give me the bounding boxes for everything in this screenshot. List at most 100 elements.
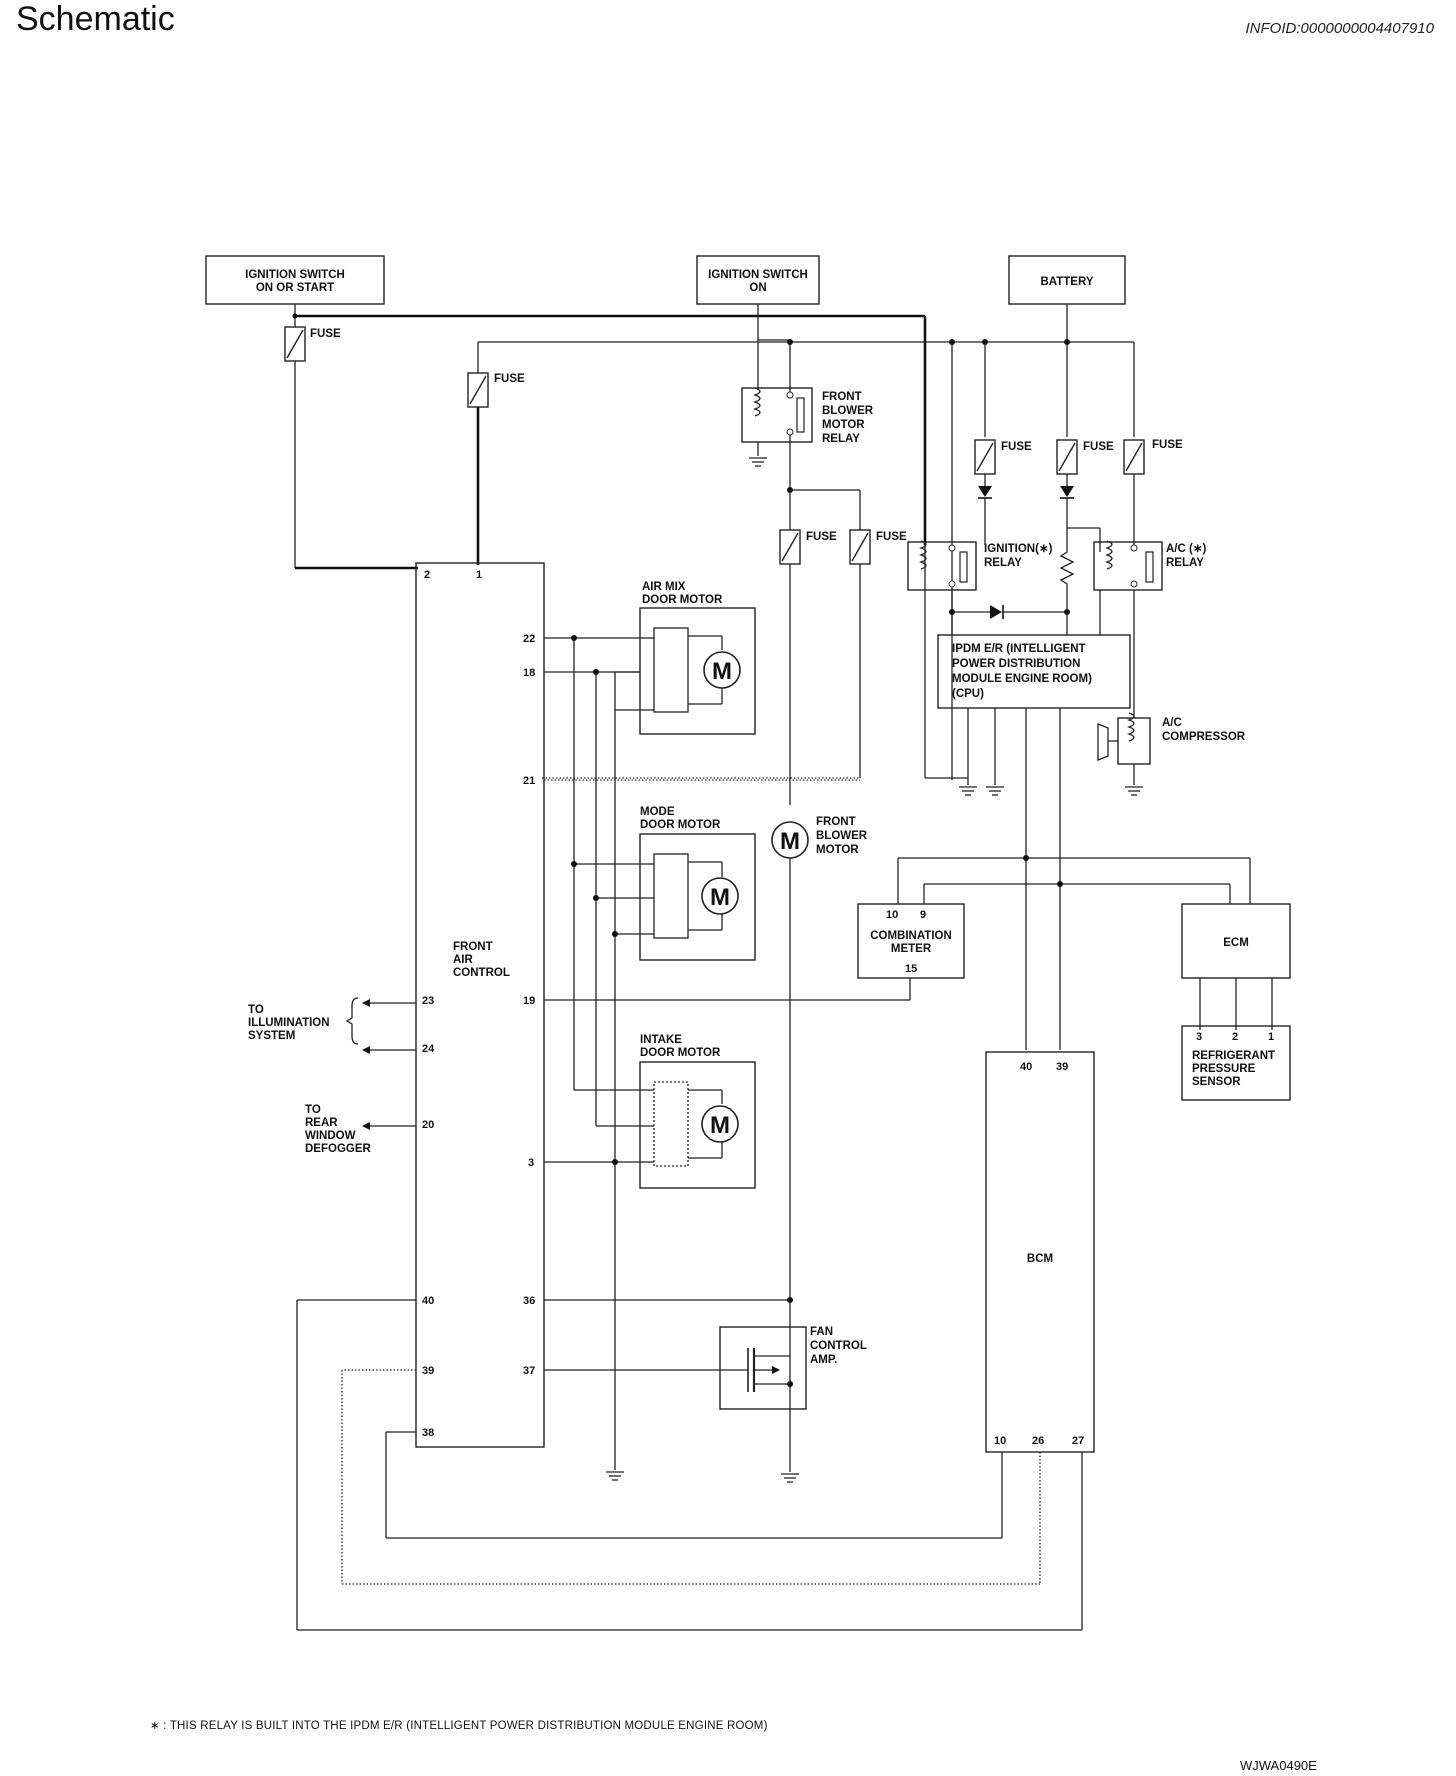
svg-text:2: 2 xyxy=(1232,1031,1238,1043)
can-bus xyxy=(897,857,1251,904)
svg-text:9: 9 xyxy=(920,909,926,921)
fuse-ac-relay: FUSE xyxy=(1123,439,1183,475)
svg-text:AMP.: AMP. xyxy=(810,1354,837,1366)
refrigerant-pressure-sensor: 3 2 1 REFRIGERANT PRESSURE SENSOR xyxy=(1181,1025,1291,1101)
motor-icon: M xyxy=(703,651,741,689)
supply-wires xyxy=(294,304,1135,780)
svg-text:BLOWER: BLOWER xyxy=(816,830,868,842)
svg-text:SYSTEM: SYSTEM xyxy=(248,1030,295,1042)
svg-text:1: 1 xyxy=(1268,1031,1274,1043)
ac-relay: A/C (∗) RELAY xyxy=(1093,540,1206,591)
fuse-ign-relay: FUSE xyxy=(974,439,1032,475)
footnote: ∗ : THIS RELAY IS BUILT INTO THE IPDM E/… xyxy=(150,1720,768,1732)
ignition-switch-on: IGNITION SWITCH ON xyxy=(696,255,820,305)
svg-text:39: 39 xyxy=(422,1365,434,1377)
svg-text:REAR: REAR xyxy=(305,1117,338,1129)
ac-compressor: A/C COMPRESSOR xyxy=(1097,712,1246,765)
svg-text:37: 37 xyxy=(523,1365,535,1377)
svg-text:REFRIGERANT: REFRIGERANT xyxy=(1192,1050,1275,1062)
svg-text:CONTROL: CONTROL xyxy=(453,967,510,979)
info-id: INFOID:0000000004407910 xyxy=(1245,20,1434,37)
battery-box: BATTERY xyxy=(1008,255,1126,305)
ecm: ECM xyxy=(1181,903,1291,979)
svg-text:10: 10 xyxy=(886,909,898,921)
svg-text:40: 40 xyxy=(1020,1061,1032,1073)
svg-text:FUSE: FUSE xyxy=(1083,441,1114,453)
svg-text:40: 40 xyxy=(422,1295,434,1307)
svg-text:MOTOR: MOTOR xyxy=(822,419,865,431)
svg-text:WINDOW: WINDOW xyxy=(305,1130,356,1142)
svg-text:15: 15 xyxy=(905,963,917,975)
svg-text:CONTROL: CONTROL xyxy=(810,1340,867,1352)
svg-text:IGNITION SWITCH: IGNITION SWITCH xyxy=(245,269,345,281)
svg-text:26: 26 xyxy=(1032,1435,1044,1447)
svg-text:(CPU): (CPU) xyxy=(952,688,984,700)
svg-text:ON OR START: ON OR START xyxy=(256,282,334,294)
svg-text:38: 38 xyxy=(422,1427,434,1439)
svg-text:21: 21 xyxy=(523,775,535,787)
svg-text:IGNITION SWITCH: IGNITION SWITCH xyxy=(708,269,808,281)
svg-text:22: 22 xyxy=(523,633,535,645)
svg-text:ECM: ECM xyxy=(1223,937,1249,949)
svg-text:FUSE: FUSE xyxy=(1001,441,1032,453)
svg-text:PRESSURE: PRESSURE xyxy=(1192,1063,1256,1075)
diode-icon xyxy=(978,474,992,545)
svg-text:IGNITION(∗): IGNITION(∗) xyxy=(984,543,1053,555)
svg-text:AIR: AIR xyxy=(453,954,474,966)
mode-door-motor: MODE DOOR MOTOR M xyxy=(639,806,756,961)
motor-icon: M xyxy=(701,1105,739,1143)
svg-text:FUSE: FUSE xyxy=(876,531,907,543)
fuse-blower-2: FUSE xyxy=(849,529,907,565)
svg-text:A/C: A/C xyxy=(1162,717,1182,729)
svg-text:RELAY: RELAY xyxy=(984,557,1022,569)
fuse-fac-pin1: FUSE xyxy=(467,372,525,408)
svg-text:ON: ON xyxy=(749,282,766,294)
svg-text:IPDM E/R (INTELLIGENT: IPDM E/R (INTELLIGENT xyxy=(952,643,1086,655)
svg-text:36: 36 xyxy=(523,1295,535,1307)
figure-code: WJWA0490E xyxy=(1240,1758,1317,1773)
svg-text:19: 19 xyxy=(523,995,535,1007)
svg-text:3: 3 xyxy=(528,1157,534,1169)
svg-text:BLOWER: BLOWER xyxy=(822,405,874,417)
svg-text:A/C (∗): A/C (∗) xyxy=(1166,543,1206,555)
svg-text:ILLUMINATION: ILLUMINATION xyxy=(248,1017,330,1029)
ipdm-er-module: IPDM E/R (INTELLIGENT POWER DISTRIBUTION… xyxy=(937,634,1131,709)
fac-bcm-wiring xyxy=(296,1299,1083,1631)
svg-text:10: 10 xyxy=(994,1435,1006,1447)
svg-text:TO: TO xyxy=(305,1104,321,1116)
svg-text:POWER DISTRIBUTION: POWER DISTRIBUTION xyxy=(952,658,1080,670)
motor-icon: M xyxy=(771,821,809,859)
fuse-battery-mid: FUSE xyxy=(1056,439,1114,475)
svg-text:BCM: BCM xyxy=(1027,1253,1053,1265)
svg-text:18: 18 xyxy=(523,667,535,679)
svg-text:BATTERY: BATTERY xyxy=(1040,276,1093,288)
svg-text:FRONT: FRONT xyxy=(822,391,862,403)
svg-text:DOOR MOTOR: DOOR MOTOR xyxy=(640,819,721,831)
svg-text:TO: TO xyxy=(248,1004,264,1016)
motor-icon: M xyxy=(701,877,739,915)
svg-text:METER: METER xyxy=(891,943,932,955)
ignition-relay: IGNITION(∗) RELAY xyxy=(907,540,1053,591)
svg-text:INTAKE: INTAKE xyxy=(640,1034,682,1046)
svg-text:3: 3 xyxy=(1196,1031,1202,1043)
svg-text:M: M xyxy=(712,658,732,685)
svg-text:1: 1 xyxy=(476,569,482,581)
svg-text:MODE: MODE xyxy=(640,806,675,818)
svg-text:FUSE: FUSE xyxy=(1152,439,1183,451)
svg-text:24: 24 xyxy=(422,1043,435,1055)
to-rear-window-defogger: TO REAR WINDOW DEFOGGER xyxy=(305,1104,416,1155)
svg-text:MOTOR: MOTOR xyxy=(816,844,859,856)
svg-text:2: 2 xyxy=(424,569,430,581)
svg-text:DEFOGGER: DEFOGGER xyxy=(305,1143,372,1155)
svg-text:M: M xyxy=(710,1112,730,1139)
svg-text:FRONT: FRONT xyxy=(816,816,856,828)
svg-text:FUSE: FUSE xyxy=(310,328,341,340)
svg-text:M: M xyxy=(710,884,730,911)
svg-text:FRONT: FRONT xyxy=(453,941,493,953)
svg-text:23: 23 xyxy=(422,995,434,1007)
svg-text:MODULE ENGINE ROOM): MODULE ENGINE ROOM) xyxy=(952,673,1092,685)
fuse-ign-start: FUSE xyxy=(284,326,341,362)
intake-door-motor: INTAKE DOOR MOTOR M xyxy=(639,1034,756,1189)
front-air-control: FRONT AIR CONTROL 2 1 22 18 21 19 3 36 3… xyxy=(415,562,545,1448)
svg-text:DOOR MOTOR: DOOR MOTOR xyxy=(640,1047,721,1059)
